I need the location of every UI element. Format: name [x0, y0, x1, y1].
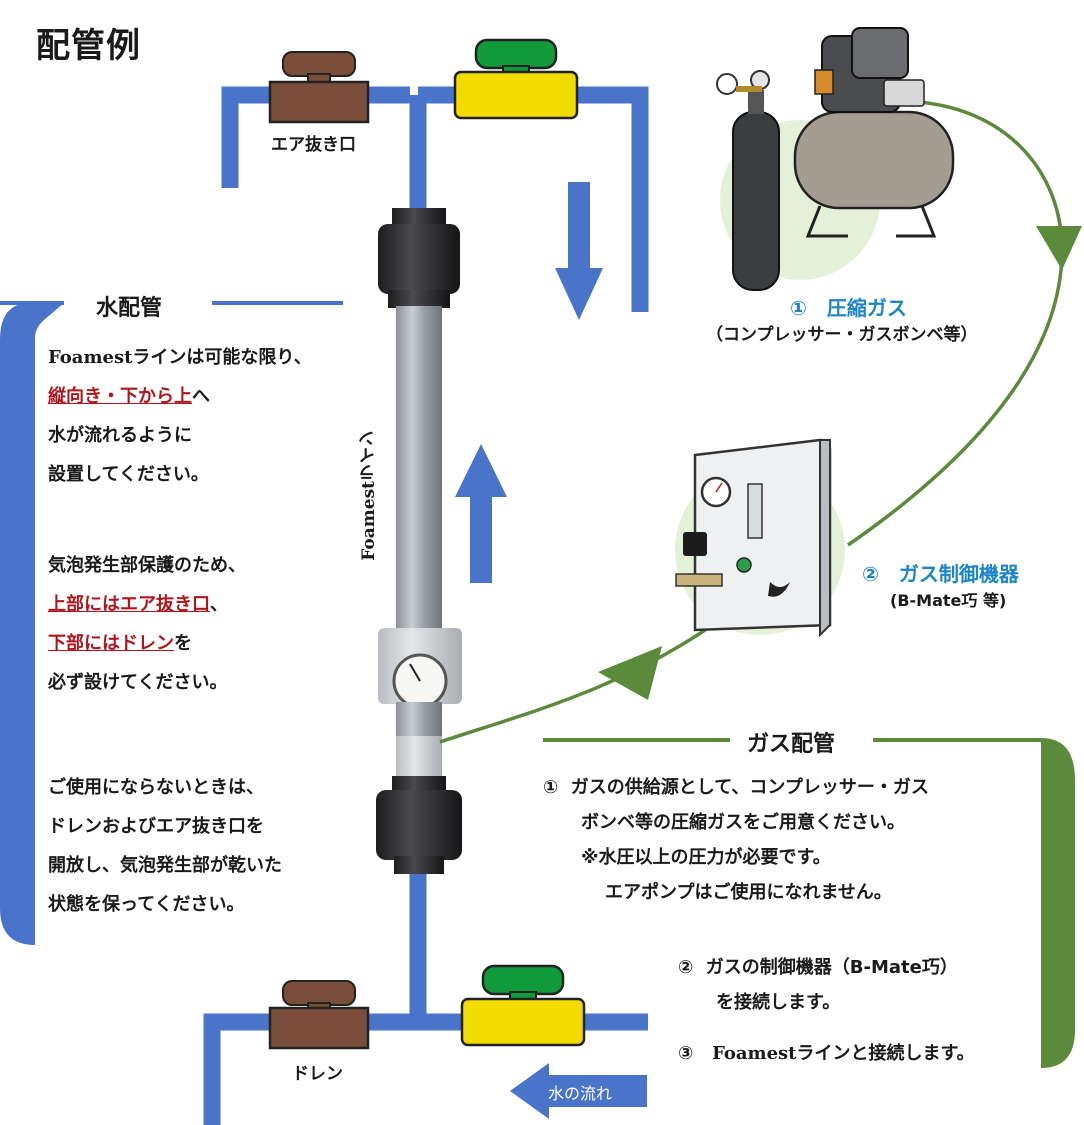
gas-step-1: ① ガスの供給源として、コンプレッサー・ガス ボンベ等の圧縮ガスをご用意ください… — [543, 770, 929, 910]
gas-step-2-line1: ② ガスの制御機器（B-Mate巧） — [678, 950, 958, 985]
flow-arrow-up — [455, 444, 507, 583]
water-p1-line2: 縦向き・下から上へ — [48, 377, 312, 416]
gas-step-1-line2: ボンベ等の圧縮ガスをご用意ください。 — [581, 812, 905, 833]
air-vent-label: エア抜き口 — [271, 135, 356, 155]
drain-emphasis: 下部にはドレン — [48, 633, 174, 654]
water-p2-line4: 必ず設けてください。 — [48, 672, 228, 693]
air-vent-emphasis: 上部にはエア抜き口 — [48, 594, 210, 615]
water-p2-line2: 上部にはエア抜き口、 — [48, 585, 246, 624]
water-p2-line3-rest: を — [174, 633, 192, 654]
water-p1-line1-text: Foamestラインは可能な限り、 — [48, 347, 312, 368]
page-title: 配管例 — [36, 26, 141, 66]
gas-arrow-1 — [1036, 226, 1082, 270]
foamest-line-label: Foamestライン — [359, 430, 379, 561]
gas-step-1-line3: ※水圧以上の圧力が必要です。 — [581, 847, 831, 868]
water-p3-line2: ドレンおよびエア抜き口を — [48, 816, 264, 837]
water-p2-line2-rest: 、 — [210, 594, 228, 615]
drain-label: ドレン — [292, 1064, 343, 1084]
gas-controller-subtitle: (B-Mate巧 等) — [890, 591, 1007, 610]
drain-pipe — [203, 1013, 290, 1125]
air-vent-valve — [268, 51, 370, 124]
compressed-gas-subtitle: （コンプレッサー・ガスボンベ等） — [706, 325, 978, 345]
gas-arrow-2 — [598, 646, 662, 700]
vertical-bottom-to-top-emphasis: 縦向き・下から上 — [48, 386, 192, 407]
foamest-brand: Foamest — [712, 1043, 797, 1064]
compressor-and-cylinder-illustration — [716, 27, 955, 291]
water-section-bracket — [0, 303, 64, 945]
step-3-number: ③ — [678, 1043, 694, 1064]
water-p1-line1: Foamestラインは可能な限り、 — [48, 338, 312, 377]
inlet-valve — [460, 964, 586, 1047]
gas-step-2-line1-text: ガスの制御機器（B-Mate巧） — [705, 957, 958, 978]
water-p3-line4: 状態を保ってください。 — [48, 894, 245, 915]
water-p3-line3: 開放し、気泡発生部が乾いた — [48, 855, 282, 876]
water-protection-note: 気泡発生部保護のため、 上部にはエア抜き口、 下部にはドレンを 必ず設けてくださ… — [48, 546, 246, 702]
step-1-number: ① — [543, 777, 559, 798]
flow-arrow-down — [555, 182, 603, 320]
gas-step-2: ② ガスの制御機器（B-Mate巧） を接続します。 — [678, 950, 958, 1020]
gas-step-1-line1: ① ガスの供給源として、コンプレッサー・ガス — [543, 770, 929, 805]
gas-section-heading: ガス配管 — [733, 726, 850, 758]
water-p1-line3: 水が流れるように — [48, 425, 192, 446]
water-p1-line2-rest: へ — [192, 386, 210, 407]
gas-controller-illustration — [675, 438, 845, 638]
drain-valve — [268, 980, 370, 1050]
gas-step-3-text: ラインと接続します。 — [796, 1043, 975, 1064]
compressed-gas-title: ① 圧縮ガス — [790, 296, 907, 320]
gas-step-1-line1-text: ガスの供給源として、コンプレッサー・ガス — [570, 777, 929, 798]
gas-section-bracket — [1041, 738, 1075, 1068]
gas-step-3: ③ Foamestラインと接続します。 — [678, 1036, 975, 1071]
gas-controller-title: ② ガス制御機器 — [862, 562, 1019, 586]
top-outlet-pipe — [568, 86, 649, 312]
step-2-number: ② — [678, 957, 694, 978]
foamest-line-device — [376, 208, 462, 874]
gas-step-1-line4: エアポンプはご使用になれません。 — [605, 882, 892, 903]
gas-step-2-line2: を接続します。 — [716, 992, 841, 1013]
water-storage-note: ご使用にならないときは、 ドレンおよびエア抜き口を 開放し、気泡発生部が乾いた … — [48, 768, 282, 924]
water-p1-line4: 設置してください。 — [48, 464, 209, 485]
water-flow-arrow — [510, 1063, 647, 1119]
water-p3-line1: ご使用にならないときは、 — [48, 777, 264, 798]
water-section-heading: 水配管 — [82, 290, 177, 322]
top-outlet-valve — [453, 38, 579, 120]
water-p2-line1: 気泡発生部保護のため、 — [48, 555, 246, 576]
water-p2-line3: 下部にはドレンを — [48, 624, 246, 663]
water-flow-label: 水の流れ — [548, 1084, 613, 1103]
water-instructions: Foamestラインは可能な限り、 縦向き・下から上へ 水が流れるように 設置し… — [48, 338, 312, 494]
